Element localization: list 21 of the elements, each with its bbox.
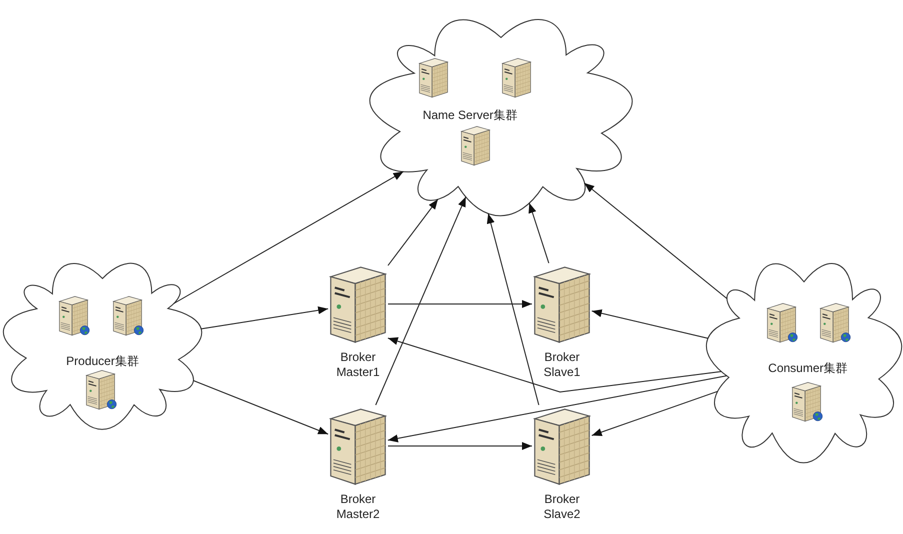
arrow — [388, 442, 532, 450]
server-label: Broker Slave1 — [542, 350, 582, 380]
arrow — [173, 171, 404, 304]
cloud — [5, 262, 200, 427]
server-label: Broker Slave2 — [542, 492, 582, 522]
arrow — [584, 182, 728, 300]
arrow — [192, 380, 329, 435]
arrow — [387, 375, 728, 442]
server-label: Broker Master1 — [335, 350, 381, 380]
arrow — [388, 198, 438, 266]
server-label: Broker Master2 — [335, 492, 381, 522]
cloud-label: Producer集群 — [66, 354, 139, 370]
arrow — [486, 213, 540, 406]
cloud-label: Name Server集群 — [422, 108, 518, 123]
arrow — [528, 202, 550, 264]
arrow — [200, 306, 329, 330]
arrow — [591, 390, 718, 436]
arrow — [375, 196, 466, 406]
arrow — [388, 300, 532, 308]
arrow — [591, 309, 709, 339]
arrow — [387, 337, 722, 392]
